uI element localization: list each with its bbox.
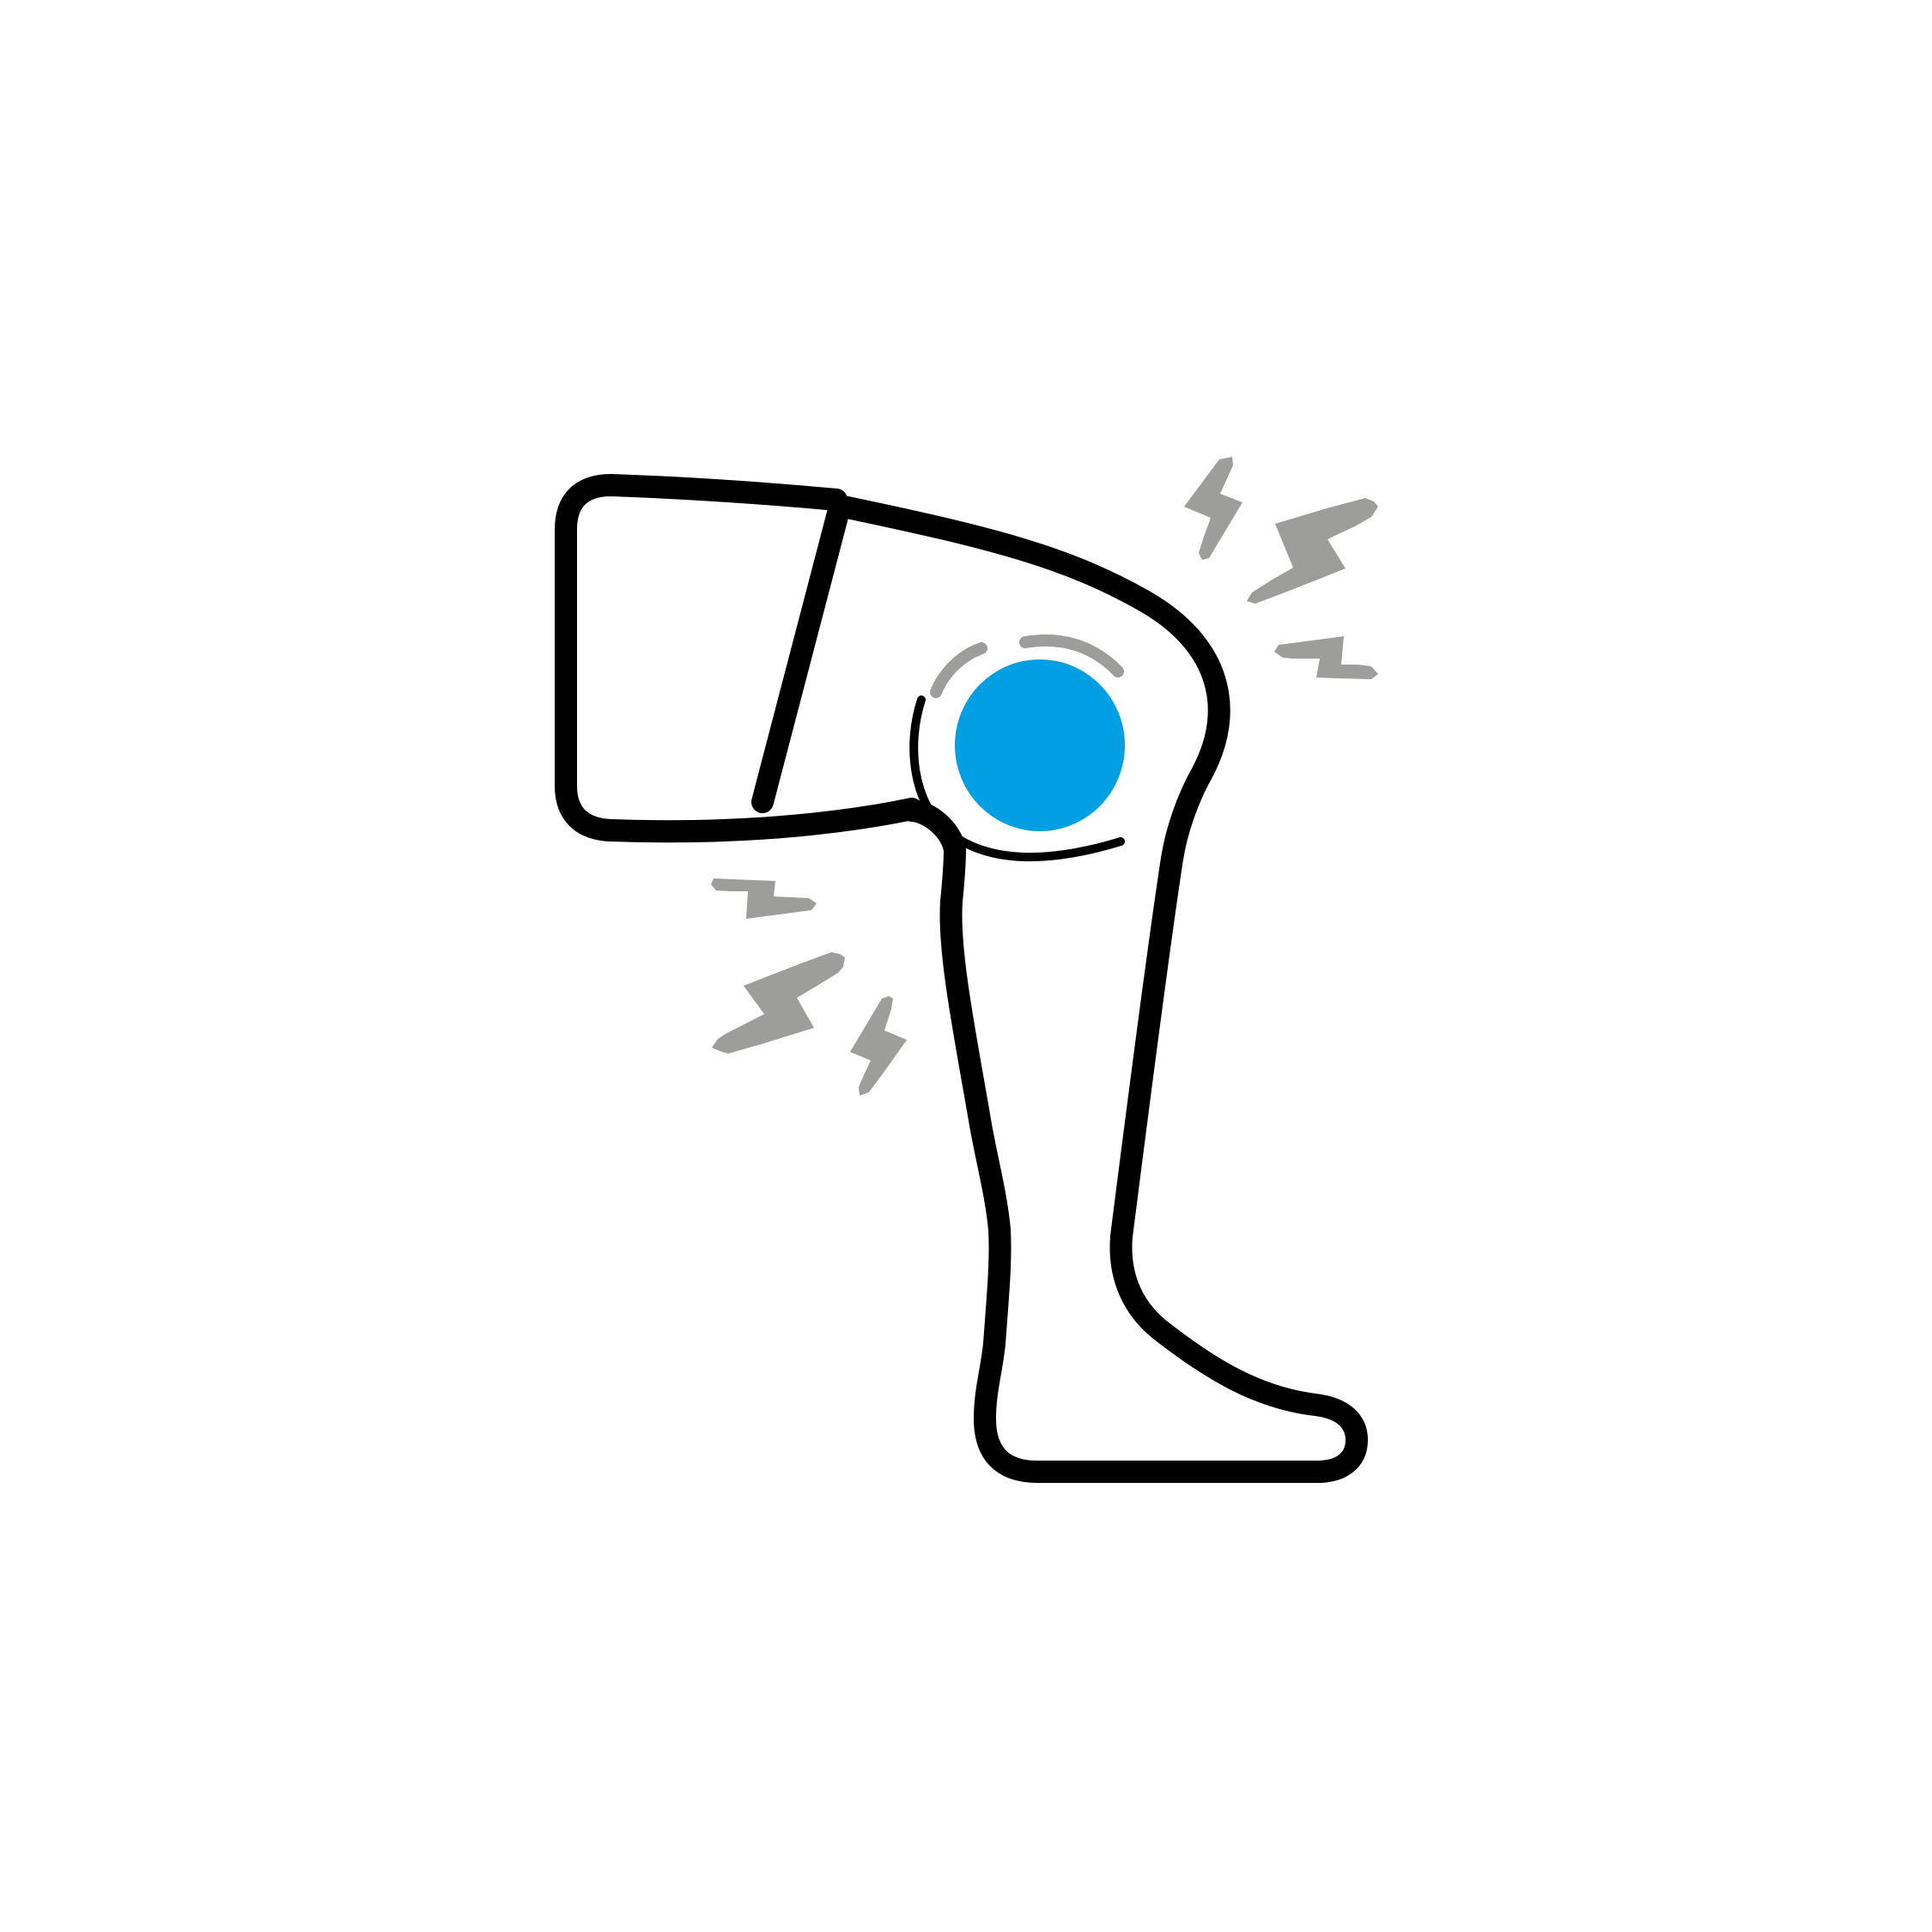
pain-bolt-icon [711,878,817,919]
knee-arc-right-icon [1019,634,1124,677]
thigh-end-line-icon [751,495,851,813]
pain-bolt-icon [1274,636,1378,679]
knee-inner-arc-icon [909,696,1125,861]
knee-arc-left-icon [930,642,987,698]
pain-bolt-icon [1184,457,1242,560]
pain-bolt-icon [850,996,907,1096]
thigh-outline-icon [555,474,923,843]
leg-stroke-icon [555,474,1368,1483]
knee-arcs-icon [930,634,1124,698]
shin-outline-icon [832,495,1368,1483]
knee-highlight-icon [955,659,1125,831]
pain-bolt-icon [712,952,845,1054]
pain-marks-icon [711,457,1378,1096]
pain-bolt-icon [1247,498,1378,604]
